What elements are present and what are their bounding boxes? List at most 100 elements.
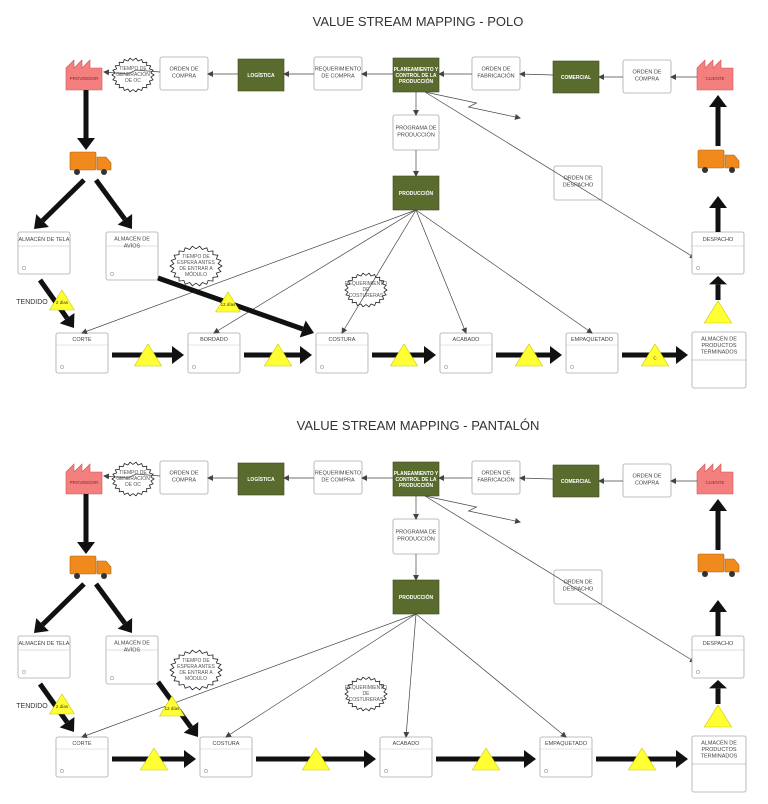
arrow-head [709,499,727,511]
process-label: COSTURA [329,337,356,343]
truck-wheel [729,167,735,173]
factory-icon [65,59,103,91]
truck-to-client-arrow [709,95,727,146]
fabric-warehouse-box [17,231,71,275]
commercial-to-manufacturing-arrow [519,475,554,482]
truck-wheel [702,571,708,577]
supplier-truck-icon [69,151,112,175]
info-icon [320,365,324,369]
trims-warehouse-box [105,231,159,281]
process-label: CORTE [72,741,91,747]
wip-inventory-icon [301,747,331,771]
info-icon [22,266,26,270]
truck-wheel [702,167,708,173]
production-box-label: PRODUCCIÓN [399,189,434,197]
info-icon [696,670,700,674]
arrow-head [117,618,133,633]
production-to-process-line [415,613,567,738]
inventory-triangle-icon [471,747,501,771]
commercial-box-label: COMERCIAL [561,75,591,81]
kaizen-burst-icon [344,676,388,712]
arrow-head [34,214,49,229]
truck-to-trims-arrow [93,582,133,633]
truck-wheel [74,573,80,579]
planning-to-commercial-zig [424,495,521,524]
planning-to-dispatch-line [424,495,696,663]
vsm-pantalon: VALUE STREAM MAPPING - PANTALÓNPROVEEDOR… [16,418,747,793]
vsm-polo: VALUE STREAM MAPPING - POLOPROVEEDORTIEM… [16,14,747,389]
fabric-warehouse-box-frame [17,231,71,275]
factory-icon [696,59,734,91]
info-icon [60,769,64,773]
arrow-shaft [37,278,70,320]
inventory-triangle-icon [301,747,331,771]
truck-body [697,149,725,169]
truck-cab [724,558,740,573]
client-factory-label: CLIENTE [705,480,724,485]
fabric-warehouse-box [17,635,71,679]
info-icon [110,676,114,680]
info-icon [204,769,208,773]
production-to-process-line [225,613,417,738]
info-icon [60,365,64,369]
supplier-factory: PROVEEDOR [65,59,103,91]
arrow-head [184,750,196,768]
supplier-factory-label: PROVEEDOR [70,76,100,81]
diagram-title: VALUE STREAM MAPPING - PANTALÓN [297,418,540,433]
supplier-to-truck-arrow [77,494,95,554]
trims-inventory-icon: 12 días [159,695,185,717]
dispatch-label: DESPACHO [703,641,734,647]
dispatch-to-truck-arrow [709,196,727,232]
trims-warehouse-box-frame [105,231,159,281]
inventory-triangle-icon [139,747,169,771]
inventory-triangle-icon [627,747,657,771]
factory-icon [696,463,734,495]
inventory-label: 12 días [165,706,181,711]
dispatch-order-box-frame [553,569,603,605]
truck-body [697,553,725,573]
supplier-to-truck-arrow [77,90,95,150]
arrow-head [709,95,727,107]
inventory-triangle-icon [133,343,163,367]
truck-to-trims-arrow [93,178,133,229]
inventory-triangle-icon [514,343,544,367]
arrow-head [172,346,184,364]
arrow-head [34,618,49,633]
process-label: EMPAQUETADO [571,337,614,343]
commercial-box-label: COMERCIAL [561,479,591,485]
inventory-triangle-icon [49,693,75,715]
arrow-head [676,346,688,364]
arrow-head [709,600,727,612]
production-box-label: PRODUCCIÓN [399,593,434,601]
production-to-process-line [415,209,467,334]
arrow-shaft [40,178,86,223]
trims-warehouse-box [105,635,159,685]
process-label: CORTE [72,337,91,343]
arrow-shaft [37,682,70,724]
truck-wheel [74,169,80,175]
inventory-label: 12 días [221,302,237,307]
production-to-process-line [341,209,417,334]
truck-wheel [729,571,735,577]
process-label: COSTURA [213,741,240,747]
dispatch-label: DESPACHO [703,237,734,243]
info-icon [192,365,196,369]
truck-to-client-arrow [709,499,727,550]
logistics-box: LOGÍSTICA [237,58,285,92]
logistics-box: LOGÍSTICA [237,462,285,496]
trims-warehouse-box-frame [105,635,159,685]
inventory-triangle-icon [159,695,185,717]
